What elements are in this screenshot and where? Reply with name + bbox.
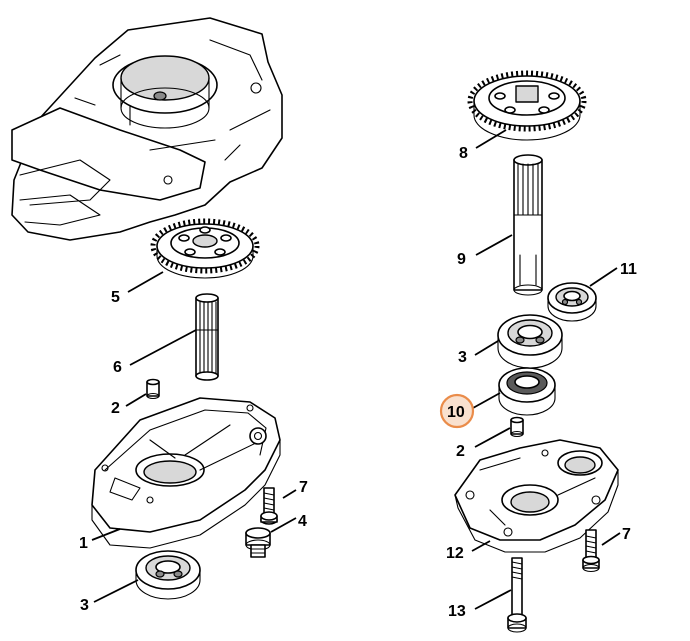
gear-housing-cover-part-1 [91,397,281,549]
callout-8[interactable]: 8 [459,145,468,162]
shaft-seal-part-10 [498,367,556,416]
ball-bearing-left-part-3 [135,550,201,600]
callout-11[interactable]: 11 [620,261,637,278]
callout-3-left[interactable]: 3 [80,597,89,614]
long-screw-part-13 [507,557,527,633]
callout-2-left[interactable]: 2 [111,400,120,417]
ball-bearing-part-11 [547,282,597,322]
pinion-shaft-part-6 [195,293,219,381]
screw-left-part-7 [260,487,278,525]
callout-7-right[interactable]: 7 [622,526,631,543]
spur-gear-part-5 [150,218,260,279]
callout-4[interactable]: 4 [298,513,307,530]
callout-7-left[interactable]: 7 [299,479,308,496]
callout-9[interactable]: 9 [457,251,466,268]
ball-bearing-right-part-3 [497,314,563,369]
callout-12[interactable]: 12 [446,545,464,562]
dowel-pin-right-part-2 [510,416,524,438]
callout-10[interactable]: 10 [447,404,465,421]
callout-3-right[interactable]: 3 [458,349,467,366]
drive-shaft-part-9 [513,154,543,296]
callout-13[interactable]: 13 [448,603,466,620]
spur-gear-part-8 [467,70,587,141]
housing-cover-part-12 [454,439,619,553]
screw-right-part-7 [582,529,600,573]
callout-5[interactable]: 5 [111,289,120,306]
upper-gear-housing [11,17,283,241]
callout-labels: 8 9 11 5 6 3 10 2 2 7 4 1 12 7 3 13 [79,145,637,620]
callout-6[interactable]: 6 [113,359,122,376]
callout-10-highlight-ring [439,393,475,429]
dowel-pin-left-part-2 [146,378,160,400]
callout-1[interactable]: 1 [79,535,88,552]
callout-2-right[interactable]: 2 [456,443,465,460]
leader-lines [91,129,621,610]
plug-screw-part-4 [245,527,271,558]
